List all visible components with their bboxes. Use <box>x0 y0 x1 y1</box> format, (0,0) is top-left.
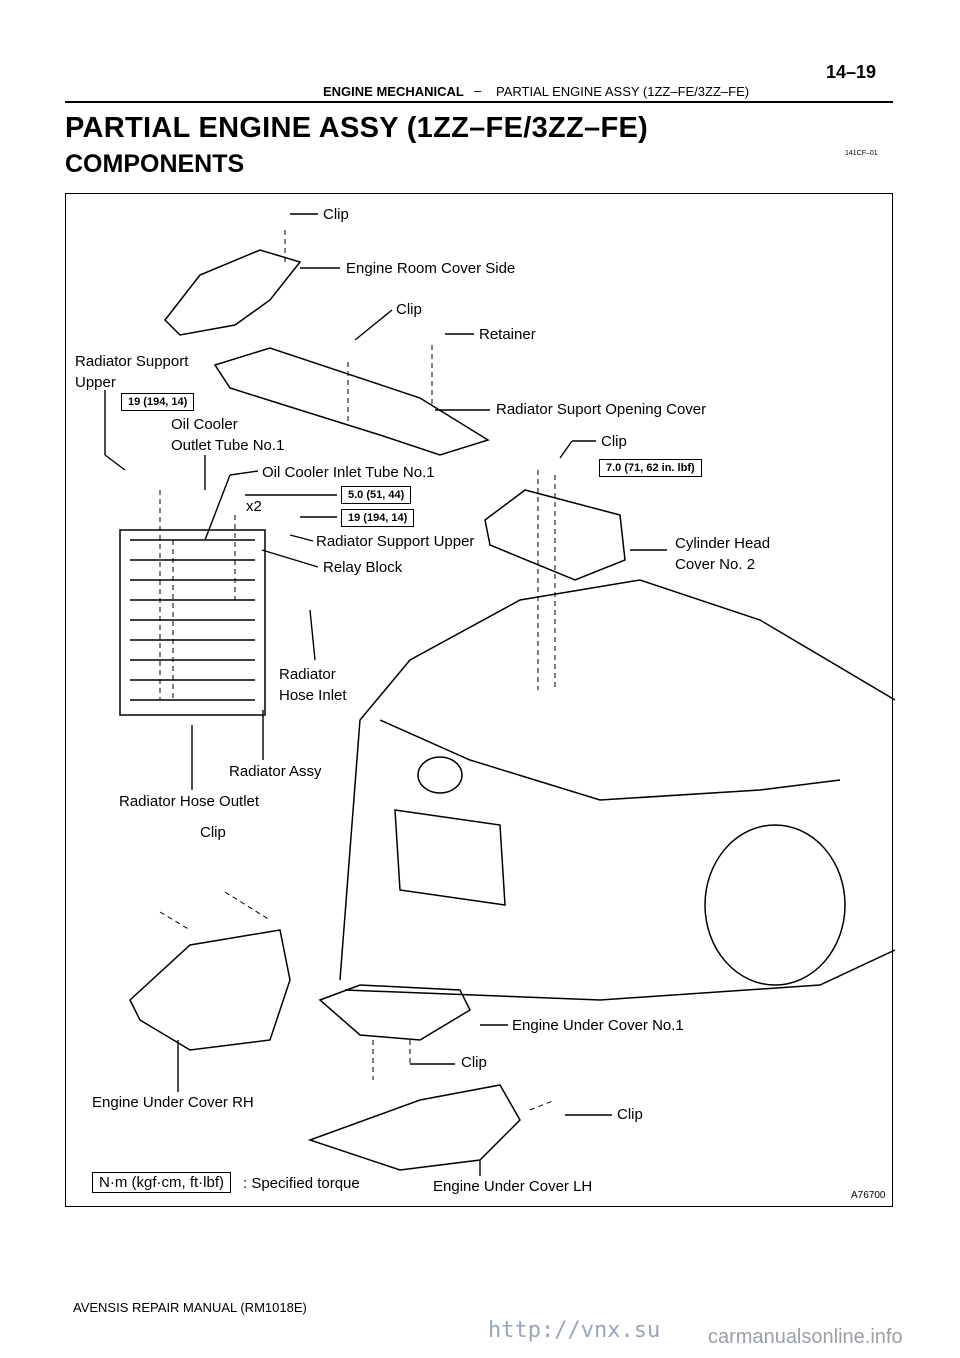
page-number: 14–19 <box>826 62 877 82</box>
label-engine-under-cover-rh: Engine Under Cover RH <box>92 1094 254 1111</box>
label-radiator-support-opening-cover: Radiator Suport Opening Cover <box>496 401 707 418</box>
label-cylinder-head-cover-line1: Cylinder Head <box>675 535 771 552</box>
label-radiator-support-upper-line1: Radiator Support <box>75 353 189 370</box>
label-radiator-hose-inlet-line1: Radiator <box>279 666 336 683</box>
header-dash: – <box>474 83 482 98</box>
components-figure-frame <box>65 193 893 1207</box>
reference-code: 141CF–01 <box>845 150 878 157</box>
label-clip-6: Clip <box>617 1106 643 1123</box>
label-clip-4: Clip <box>200 824 226 841</box>
footer-manual-name: AVENSIS REPAIR MANUAL (RM1018E) <box>73 1300 307 1315</box>
label-radiator-support-upper-b: Radiator Support Upper <box>316 533 475 550</box>
label-engine-room-cover-side: Engine Room Cover Side <box>346 260 516 277</box>
label-oil-cooler-outlet-line2: Outlet Tube No.1 <box>171 437 285 454</box>
label-clip-top: Clip <box>323 206 349 223</box>
label-cylinder-head-cover-line2: Cover No. 2 <box>675 556 756 573</box>
label-retainer: Retainer <box>479 326 536 343</box>
label-x2: x2 <box>246 498 262 515</box>
label-relay-block: Relay Block <box>323 559 403 576</box>
header-section: ENGINE MECHANICAL <box>323 84 464 99</box>
torque-legend-text: : Specified torque <box>243 1175 360 1192</box>
watermark-link[interactable]: http://vnx.su <box>488 1318 661 1343</box>
torque-spec-1: 19 (194, 14) <box>121 393 195 411</box>
label-radiator-hose-outlet: Radiator Hose Outlet <box>119 793 260 810</box>
site-watermark: carmanualsonline.info <box>708 1326 903 1348</box>
label-clip-3: Clip <box>601 433 627 450</box>
page-title: PARTIAL ENGINE ASSY (1ZZ–FE/3ZZ–FE) <box>65 112 649 144</box>
header-subsection: PARTIAL ENGINE ASSY (1ZZ–FE/3ZZ–FE) <box>496 84 750 99</box>
label-oil-cooler-outlet-line1: Oil Cooler <box>171 416 238 433</box>
label-engine-under-cover-no1: Engine Under Cover No.1 <box>512 1017 684 1034</box>
label-clip-5: Clip <box>461 1054 487 1071</box>
torque-spec-2: 7.0 (71, 62 in. lbf) <box>599 459 702 477</box>
torque-legend-box: N·m (kgf·cm, ft·lbf) <box>92 1172 231 1193</box>
header-rule <box>65 101 893 103</box>
torque-spec-4: 19 (194, 14) <box>341 509 415 527</box>
torque-spec-3: 5.0 (51, 44) <box>341 486 412 504</box>
label-radiator-assy: Radiator Assy <box>229 763 322 780</box>
label-oil-cooler-inlet: Oil Cooler Inlet Tube No.1 <box>262 464 435 481</box>
label-radiator-support-upper-line2: Upper <box>75 374 116 391</box>
label-radiator-hose-inlet-line2: Hose Inlet <box>279 687 347 704</box>
label-clip-2: Clip <box>396 301 422 318</box>
figure-id: A76700 <box>851 1190 886 1201</box>
label-engine-under-cover-lh: Engine Under Cover LH <box>433 1178 593 1195</box>
section-subtitle: COMPONENTS <box>65 150 245 178</box>
